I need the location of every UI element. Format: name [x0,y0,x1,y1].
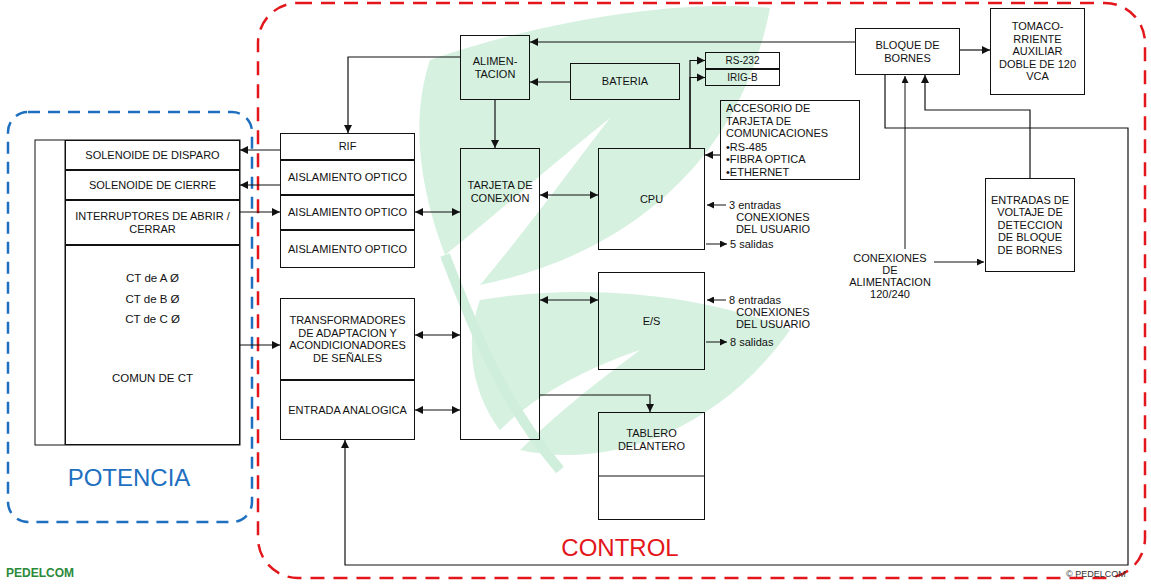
region-label: POTENCIA [18,464,240,492]
connector-arrow [690,61,705,149]
connector-arrow [240,184,280,185]
terminal-row: INTERRUPTORES DE ABRIR / CERRAR [65,200,240,245]
process-box: RIF [280,133,415,160]
process-box: ACCESORIO DE TARJETA DE COMUNICACIONES•R… [720,100,860,180]
connector-arrow [415,409,460,410]
connector-arrow [494,100,495,148]
port-label: 5 salidas [730,238,810,250]
box-text: ENTRADAS DE VOLTAJE DE DETECCION DE BLOQ… [989,194,1071,257]
box-text: CT de B Ø [125,293,179,306]
box-text: •FIBRA OPTICA [726,153,806,166]
connector-arrow [925,75,1030,178]
process-box: E/S [598,272,705,370]
connector-arrow [415,334,460,335]
process-box: BATERIA [570,63,680,100]
connector-arrow [690,78,705,149]
terminal-row: SOLENOIDE DE DISPARO [65,140,240,170]
process-box: TOMACO- RRIENTE AUXILIAR DOBLE DE 120 VC… [990,8,1085,95]
connector-arrow [240,344,280,345]
box-text: COMUN DE CT [112,372,193,385]
process-box: AISLAMIENTO OPTICO [280,195,415,230]
terminal-row: SOLENOIDE DE CIERRE [65,170,240,200]
connector-arrow [705,154,720,155]
leader-line [934,262,984,263]
process-box: ALIMEN- TACION [460,35,530,100]
port-box: RS-232 [705,52,780,69]
leader-line [707,205,726,206]
box-text: RIF [339,140,357,153]
box-text: •RS-485 [726,141,767,154]
box-text: SOLENOIDE DE CIERRE [89,179,216,192]
box-text: ALIMEN- TACION [464,55,526,80]
box-text: TRANSFORMADORES DE ADAPTACION Y ACONDICI… [284,314,411,364]
connector-arrow [240,211,280,212]
process-box: BLOQUE DE BORNES [855,28,960,75]
control-region [258,3,1145,578]
box-text: INTERRUPTORES DE ABRIR / CERRAR [69,210,236,235]
box-text: TOMACO- RRIENTE AUXILIAR DOBLE DE 120 VC… [994,20,1081,83]
process-box: AISLAMIENTO OPTICO [280,230,415,268]
connector-arrow [540,299,598,300]
logo-text: PEDELCOM [6,566,116,580]
box-text: TABLERO DELANTERO [602,427,701,452]
connector-arrow [960,49,990,50]
terminal-row: CT de A Ø CT de B Ø CT de C Ø COMUN DE CT [65,245,240,445]
process-box: AISLAMIENTO OPTICO [280,160,415,195]
process-box: TABLERO DELANTERO [598,412,705,520]
box-text: AISLAMIENTO OPTICO [288,171,407,184]
connector-arrow [530,41,855,42]
leaf-watermark [419,6,770,285]
process-box: TARJETA DE CONEXION [460,148,540,440]
leader-line [905,76,906,249]
box-text: BLOQUE DE BORNES [859,39,956,64]
box-text: E/S [643,315,661,328]
box-text: AISLAMIENTO OPTICO [288,206,407,219]
port-box: IRIG-B [705,69,780,86]
connector-arrow [415,211,460,212]
box-text: TARJETA DE CONEXION [464,179,536,204]
box-text: IRIG-B [727,72,758,83]
leader-line [706,342,727,343]
note-label: CONEXIONES DE ALIMENTACION 120/240 [845,252,935,300]
port-label: 8 salidas [730,336,810,348]
note-label: CONEXIONES DEL USUARIO [728,306,818,330]
process-box: CPU [598,148,705,250]
process-box: ENTRADA ANALOGICA [280,380,415,440]
connector-arrow [348,57,460,133]
process-box: ENTRADAS DE VOLTAJE DE DETECCION DE BLOQ… [985,178,1075,272]
leader-line [707,300,726,301]
connector-arrow [530,81,570,82]
connector-arrow [540,395,650,412]
copyright-text: © PEDELCOM [1066,569,1142,580]
box-text: AISLAMIENTO OPTICO [288,243,407,256]
box-text: CT de A Ø [126,272,179,285]
box-text: ACCESORIO DE TARJETA DE COMUNICACIONES [726,102,854,140]
power-region [8,112,252,522]
leader-line [706,244,727,245]
connector-arrow [240,149,280,150]
leaf-stem [445,255,560,470]
process-box: TRANSFORMADORES DE ADAPTACION Y ACONDICI… [280,298,415,380]
box-text: SOLENOIDE DE DISPARO [85,149,219,162]
box-text: RS-232 [726,55,760,66]
terminal-frame [35,140,240,445]
box-text: CPU [640,193,663,206]
box-text: BATERIA [602,75,648,88]
panel-divider [598,476,705,477]
box-text: CT de C Ø [125,313,180,326]
port-label: 8 entradas [729,294,809,306]
note-label: CONEXIONES DEL USUARIO [728,211,818,235]
connector-arrow [345,75,1128,565]
box-text: •ETHERNET [726,166,789,179]
port-label: 3 entradas [729,199,809,211]
box-text: ENTRADA ANALOGICA [288,404,407,417]
region-label: CONTROL [520,534,720,562]
connector-arrow [540,194,598,195]
